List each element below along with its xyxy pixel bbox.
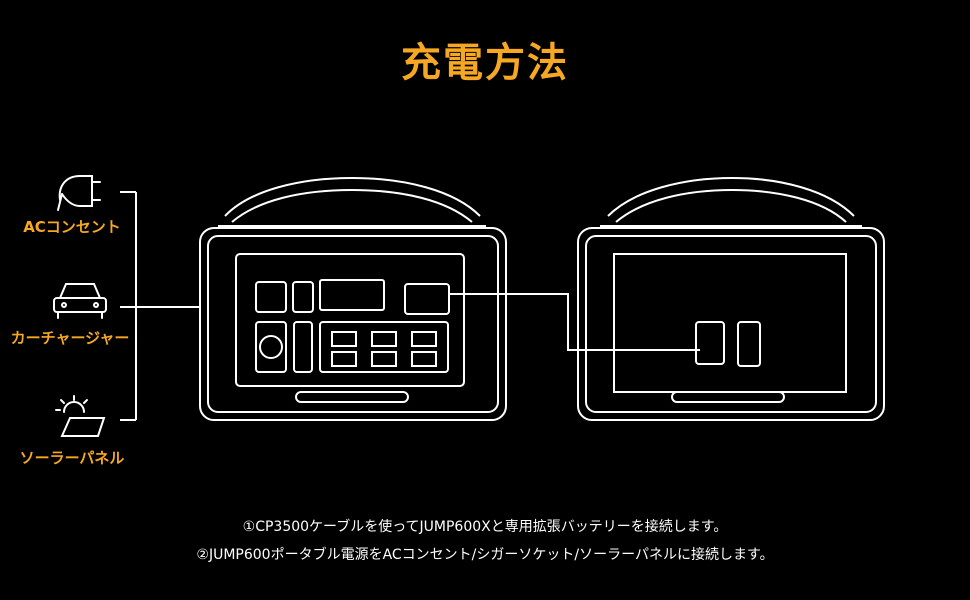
note-1: ①CP3500ケーブルを使ってJUMP600Xと専用拡張バッテリーを接続します。 xyxy=(242,519,728,535)
power-station-front xyxy=(199,176,507,421)
connection-cable xyxy=(449,293,700,351)
source-label-solar: ソーラーパネル xyxy=(19,449,125,467)
note-2: ②JUMP600ポータブル電源をACコンセント/シガーソケット/ソーラーパネルに… xyxy=(196,547,774,563)
car-icon xyxy=(53,283,107,319)
source-label-car: カーチャージャー xyxy=(10,329,130,347)
page-title: 充電方法 xyxy=(401,40,569,86)
source-label-ac: ACコンセント xyxy=(23,218,121,236)
ac-plug-icon xyxy=(57,175,101,211)
expansion-battery xyxy=(577,176,885,421)
source-bracket xyxy=(120,191,200,421)
solar-panel-icon xyxy=(55,395,106,437)
